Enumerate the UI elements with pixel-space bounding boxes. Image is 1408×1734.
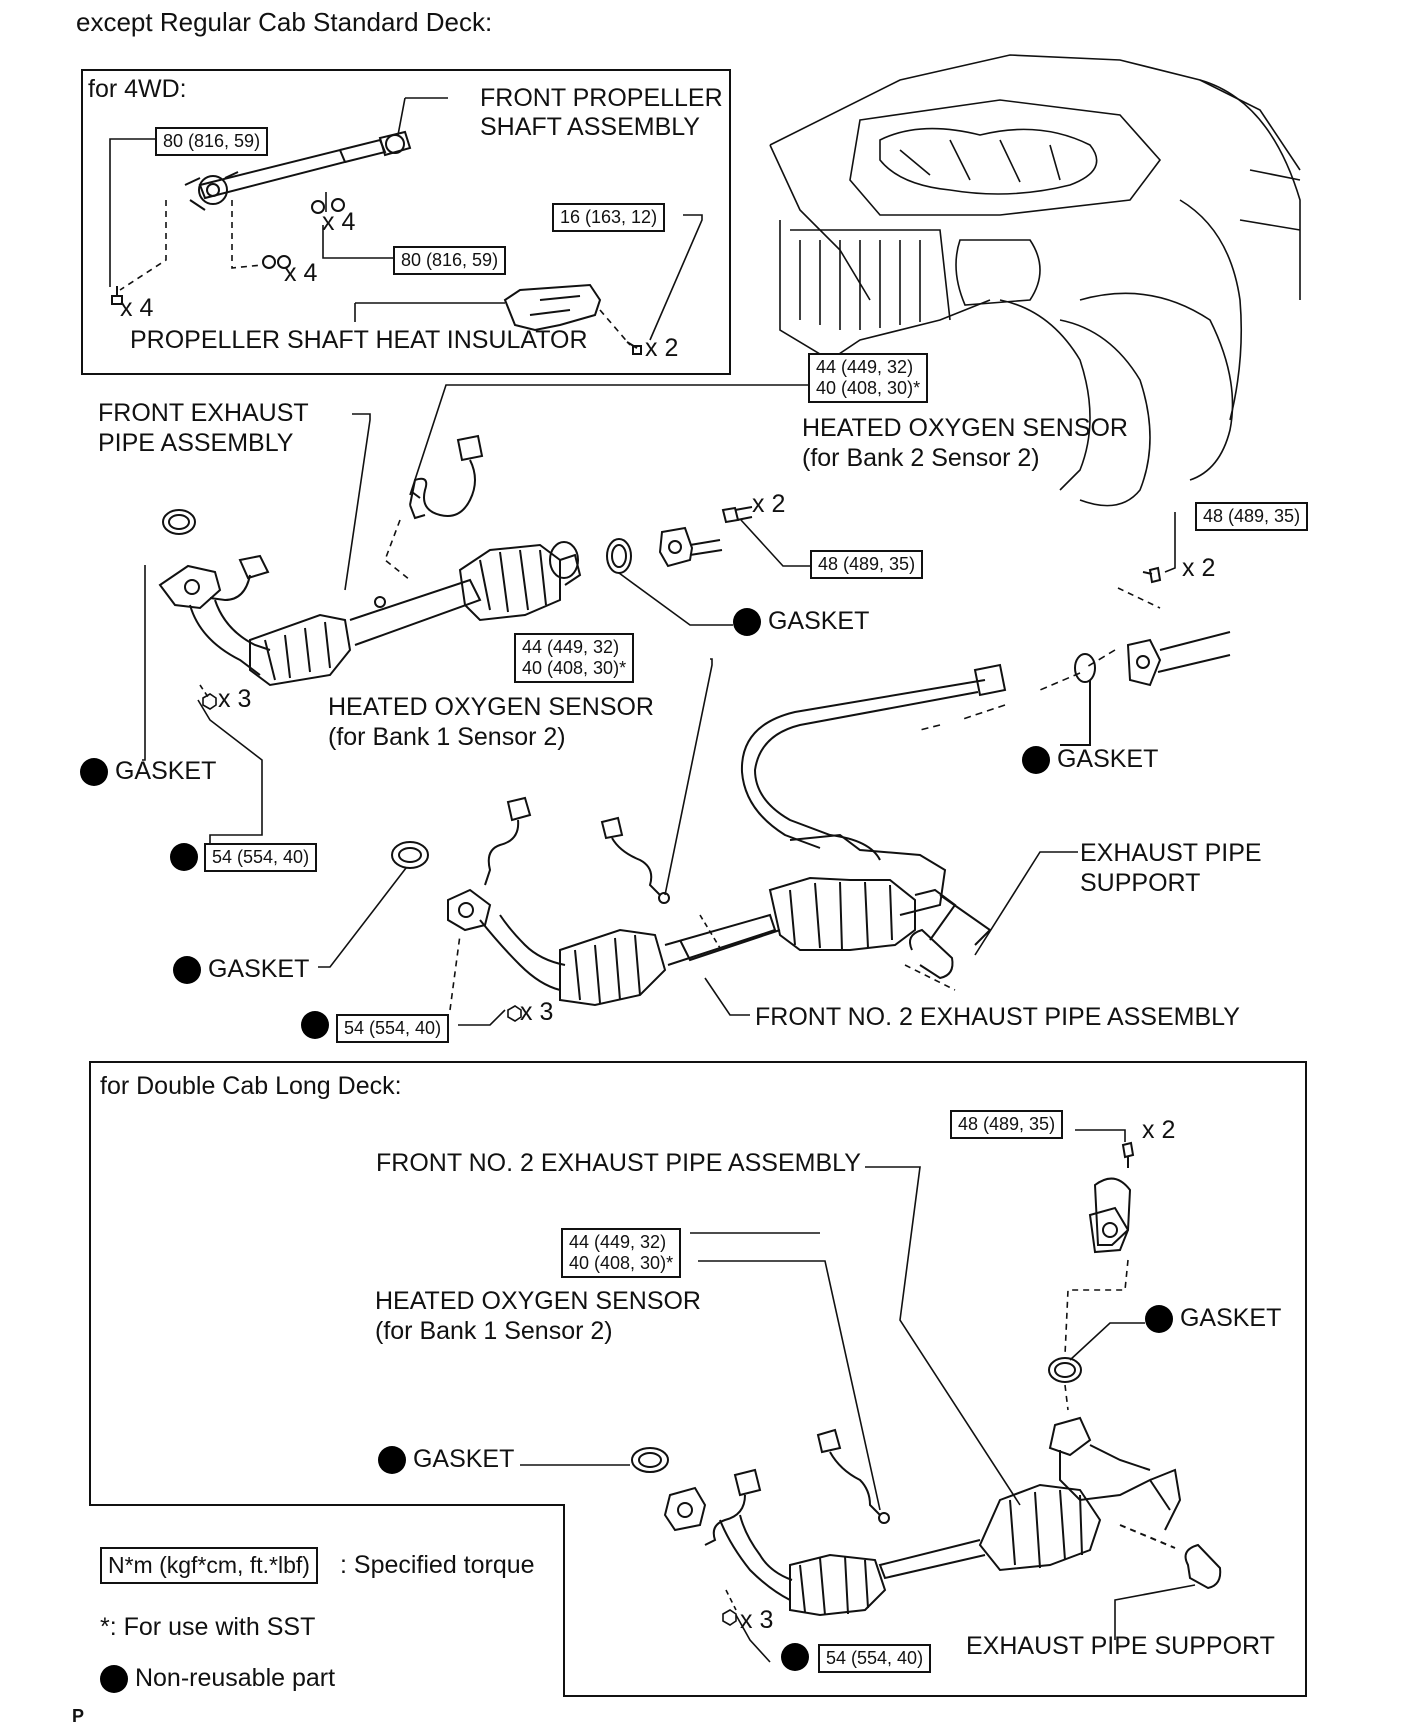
label-gasket: GASKET	[733, 607, 870, 637]
torque-spec-row	[170, 842, 198, 872]
legend-torque-desc: : Specified torque	[340, 1551, 535, 1579]
torque-spec-box: 54 (554, 40)	[336, 1014, 450, 1043]
qty-x2: x 2	[645, 334, 679, 362]
qty-x2: x 2	[1142, 1116, 1176, 1144]
leader-lines-main	[142, 565, 1078, 1026]
torque-spec-row	[301, 1010, 329, 1040]
heat-insulator-illustration	[503, 283, 602, 332]
nut-icon	[202, 693, 217, 710]
exhaust-connector-illustration	[1060, 631, 1231, 746]
legend-sst-note: *: For use with SST	[100, 1613, 316, 1641]
front-propeller-shaft-illustration	[184, 130, 412, 211]
page-title: except Regular Cab Standard Deck:	[76, 7, 493, 37]
label-exhaust-pipe-support: EXHAUST PIPE SUPPORT	[1080, 839, 1262, 897]
label-gasket: GASKET	[378, 1445, 515, 1475]
torque-value-sst: 40 (408, 30)*	[569, 1253, 674, 1273]
torque-spec-box: 16 (163, 12)	[552, 203, 666, 232]
legend-torque-unit: N*m (kgf*cm, ft.*lbf)	[100, 1547, 318, 1584]
qty-x3: x 3	[218, 685, 252, 713]
torque-spec-box: 48 (489, 35)	[950, 1110, 1064, 1139]
torque-spec-box: 54 (554, 40)	[204, 843, 318, 872]
label-gasket: GASKET	[173, 955, 310, 985]
label-gasket: GASKET	[1145, 1304, 1282, 1334]
torque-spec-box: 80 (816, 59)	[393, 246, 507, 275]
bolt-nut-group-4wd	[111, 198, 642, 355]
nut-icon	[722, 1609, 737, 1626]
panel-double-cab-title: for Double Cab Long Deck:	[100, 1072, 402, 1100]
footer-code: P	[72, 1706, 85, 1726]
label-front-no2-pipe: FRONT NO. 2 EXHAUST PIPE ASSEMBLY	[755, 1003, 1240, 1031]
gasket-text: GASKET	[1179, 1304, 1282, 1332]
qty-x4: x 4	[284, 259, 318, 287]
gasket-text: GASKET	[114, 757, 217, 785]
qty-x3: x 3	[740, 1606, 774, 1634]
leader-lines-bank2-sensor	[344, 384, 808, 591]
non-reusable-dot-icon	[1145, 1305, 1173, 1334]
non-reusable-dot-icon	[1022, 746, 1050, 775]
non-reusable-dot-icon	[301, 1011, 329, 1040]
label-front-no2-pipe: FRONT NO. 2 EXHAUST PIPE ASSEMBLY	[376, 1149, 861, 1177]
legend-non-reusable-text: Non-reusable part	[134, 1664, 336, 1692]
torque-spec-box-ho2s: 44 (449, 32) 40 (408, 30)*	[561, 1228, 682, 1278]
qty-x4: x 4	[120, 294, 154, 322]
legend-non-reusable: Non-reusable part	[100, 1664, 336, 1694]
torque-spec-box-ho2s-bank2: 44 (449, 32) 40 (408, 30)*	[808, 353, 929, 403]
ho2s-bank1-sensors-main	[484, 796, 670, 904]
non-reusable-dot-icon	[170, 843, 198, 872]
vehicle-engine-bay-illustration	[769, 54, 1301, 507]
gasket-text: GASKET	[767, 607, 870, 635]
double-cab-pipe-illustration	[631, 1141, 1222, 1617]
label-front-exhaust-pipe: FRONT EXHAUST PIPE ASSEMBLY	[98, 399, 309, 457]
ho2s-bank2-sensor-illustration	[409, 434, 484, 520]
leader-lines-upper-right	[618, 512, 1176, 731]
torque-value: 44 (449, 32)	[522, 637, 620, 657]
non-reusable-dot-icon	[781, 1643, 809, 1672]
non-reusable-dot-icon	[173, 956, 201, 985]
torque-value-sst: 40 (408, 30)*	[816, 378, 921, 398]
torque-value: 44 (449, 32)	[816, 357, 914, 377]
qty-x3: x 3	[520, 998, 554, 1026]
non-reusable-dot-icon	[100, 1665, 128, 1694]
label-ho2s-bank1: HEATED OXYGEN SENSOR (for Bank 1 Sensor …	[328, 693, 654, 751]
qty-x4: x 4	[322, 208, 356, 236]
label-gasket: GASKET	[80, 757, 217, 787]
gasket-text: GASKET	[412, 1445, 515, 1473]
nut-icon	[507, 1005, 522, 1022]
torque-spec-box: 48 (489, 35)	[1195, 502, 1309, 531]
label-ho2s-bank2: HEATED OXYGEN SENSOR (for Bank 2 Sensor …	[802, 414, 1128, 472]
label-ho2s-bank1: HEATED OXYGEN SENSOR (for Bank 1 Sensor …	[375, 1287, 701, 1345]
front-no2-exhaust-pipe-illustration	[391, 663, 1007, 1007]
gasket-text: GASKET	[1056, 745, 1159, 773]
label-front-propeller-shaft: FRONT PROPELLER SHAFT ASSEMBLY	[480, 84, 723, 141]
panel-4wd-frame	[81, 69, 731, 375]
torque-value-sst: 40 (408, 30)*	[522, 658, 627, 678]
torque-spec-box: 80 (816, 59)	[155, 127, 269, 156]
label-gasket: GASKET	[1022, 745, 1159, 775]
gasket-text: GASKET	[207, 955, 310, 983]
leader-lines-double-cab	[520, 1129, 1196, 1663]
panel-double-cab-frame	[89, 1061, 1307, 1697]
torque-spec-box: 48 (489, 35)	[810, 550, 924, 579]
qty-x2: x 2	[1182, 554, 1216, 582]
torque-value: 44 (449, 32)	[569, 1232, 667, 1252]
non-reusable-dot-icon	[733, 608, 761, 637]
torque-spec-row	[781, 1642, 809, 1672]
torque-spec-box-ho2s-bank1: 44 (449, 32) 40 (408, 30)*	[514, 633, 635, 683]
label-exhaust-pipe-support: EXHAUST PIPE SUPPORT	[966, 1632, 1275, 1660]
leader-lines-4wd	[109, 97, 703, 346]
panel-4wd-title: for 4WD:	[88, 75, 187, 103]
non-reusable-dot-icon	[378, 1446, 406, 1475]
torque-spec-box: 54 (554, 40)	[818, 1644, 932, 1673]
qty-x2: x 2	[752, 490, 786, 518]
front-exhaust-pipe-illustration	[158, 509, 582, 687]
non-reusable-dot-icon	[80, 758, 108, 787]
label-heat-insulator: PROPELLER SHAFT HEAT INSULATOR	[130, 326, 588, 354]
